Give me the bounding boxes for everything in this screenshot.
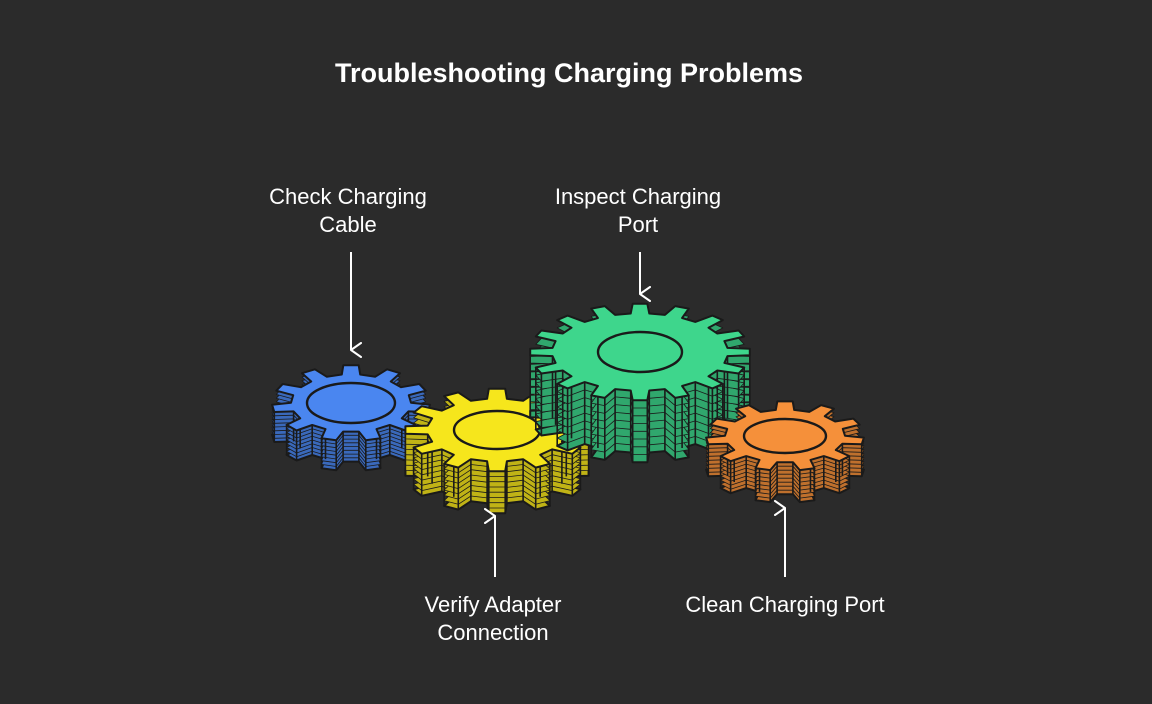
step-label-inspect-port: Inspect Charging Port — [554, 184, 722, 237]
step-label-verify-adapter: Verify Adapter Connection — [424, 592, 562, 645]
gear-clean-port — [705, 400, 865, 504]
gear-inspect-port — [529, 302, 751, 464]
step-label-clean-port: Clean Charging Port — [685, 592, 885, 617]
gear-check-cable — [271, 364, 431, 472]
diagram-title: Troubleshooting Charging Problems — [334, 58, 804, 88]
step-label-check-cable: Check Charging Cable — [269, 184, 427, 237]
